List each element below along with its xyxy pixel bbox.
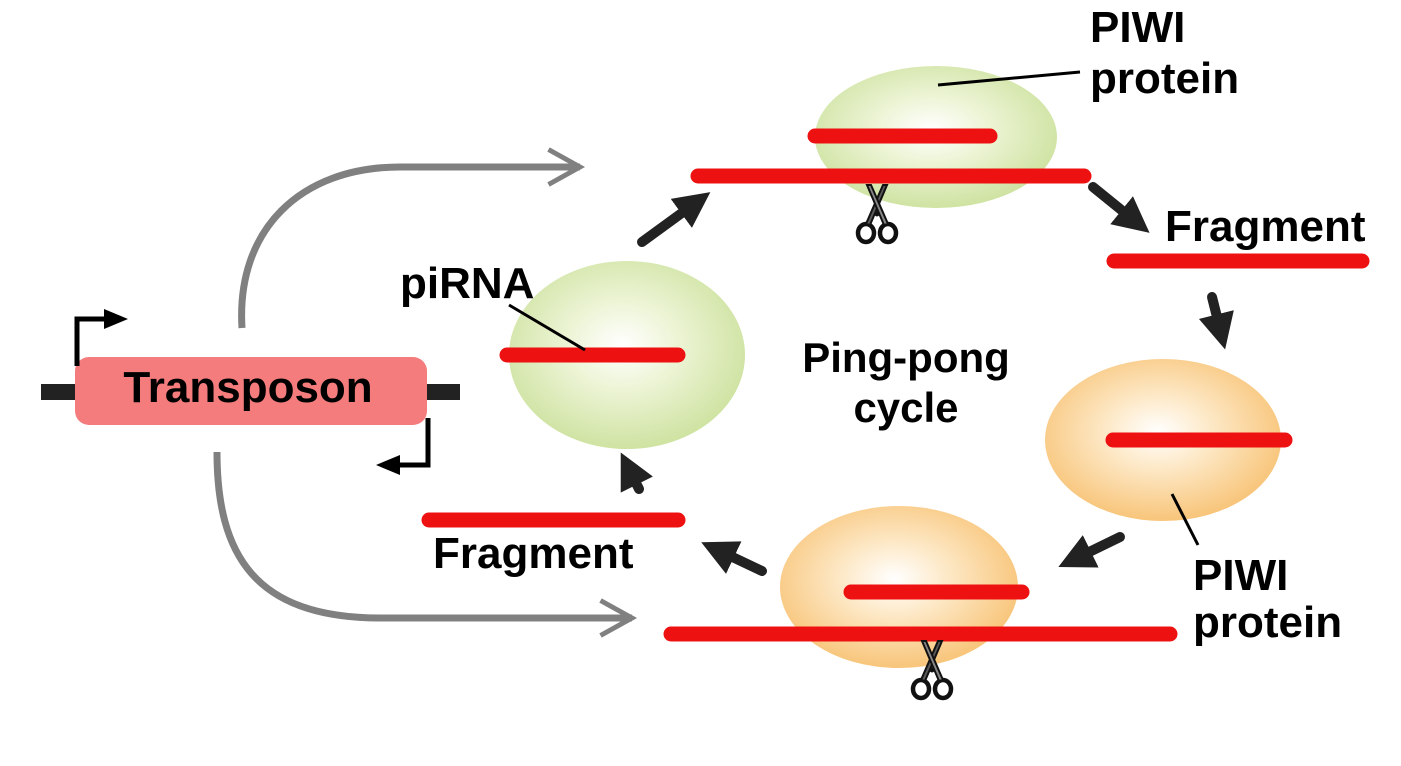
reverse-promoter-arrow xyxy=(398,418,431,468)
piwi-right-label-line1: PIWI xyxy=(1193,551,1288,600)
transposon-locus: Transposon xyxy=(41,309,460,475)
antisense-transcription-arrow xyxy=(213,451,638,638)
cycle-arrow-bottom-to-fragment xyxy=(701,541,767,576)
forward-promoter-arrow xyxy=(74,316,106,366)
fragment-right-label: Fragment xyxy=(1165,202,1366,251)
piwi-right-pointer xyxy=(1170,493,1200,546)
cycle-label-line2: cycle xyxy=(853,384,958,431)
cycle-label-line1: Ping-pong xyxy=(802,334,1010,381)
cycle-arrow-right-to-bottom xyxy=(1058,532,1125,568)
sense-transcription-arrow xyxy=(238,147,586,329)
piwi-top-label-line2: protein xyxy=(1090,54,1239,103)
pirna-label: piRNA xyxy=(400,259,534,308)
fragment-left-label: Fragment xyxy=(433,529,634,578)
cycle-arrow-top-to-fragment xyxy=(1088,182,1150,233)
piwi-right-label-line2: protein xyxy=(1193,598,1342,647)
transposon-box xyxy=(75,357,427,425)
piwi-top-pointer xyxy=(937,70,1081,87)
cycle-arrow-fragment-to-left xyxy=(620,452,653,494)
cycle-arrow-fragment-to-right xyxy=(1198,292,1234,350)
transposon-label: Transposon xyxy=(123,363,372,412)
cycle-arrow-left-to-top xyxy=(637,192,711,247)
pirna-pointer xyxy=(508,303,586,352)
piwi-top-label-line1: PIWI xyxy=(1090,3,1185,52)
